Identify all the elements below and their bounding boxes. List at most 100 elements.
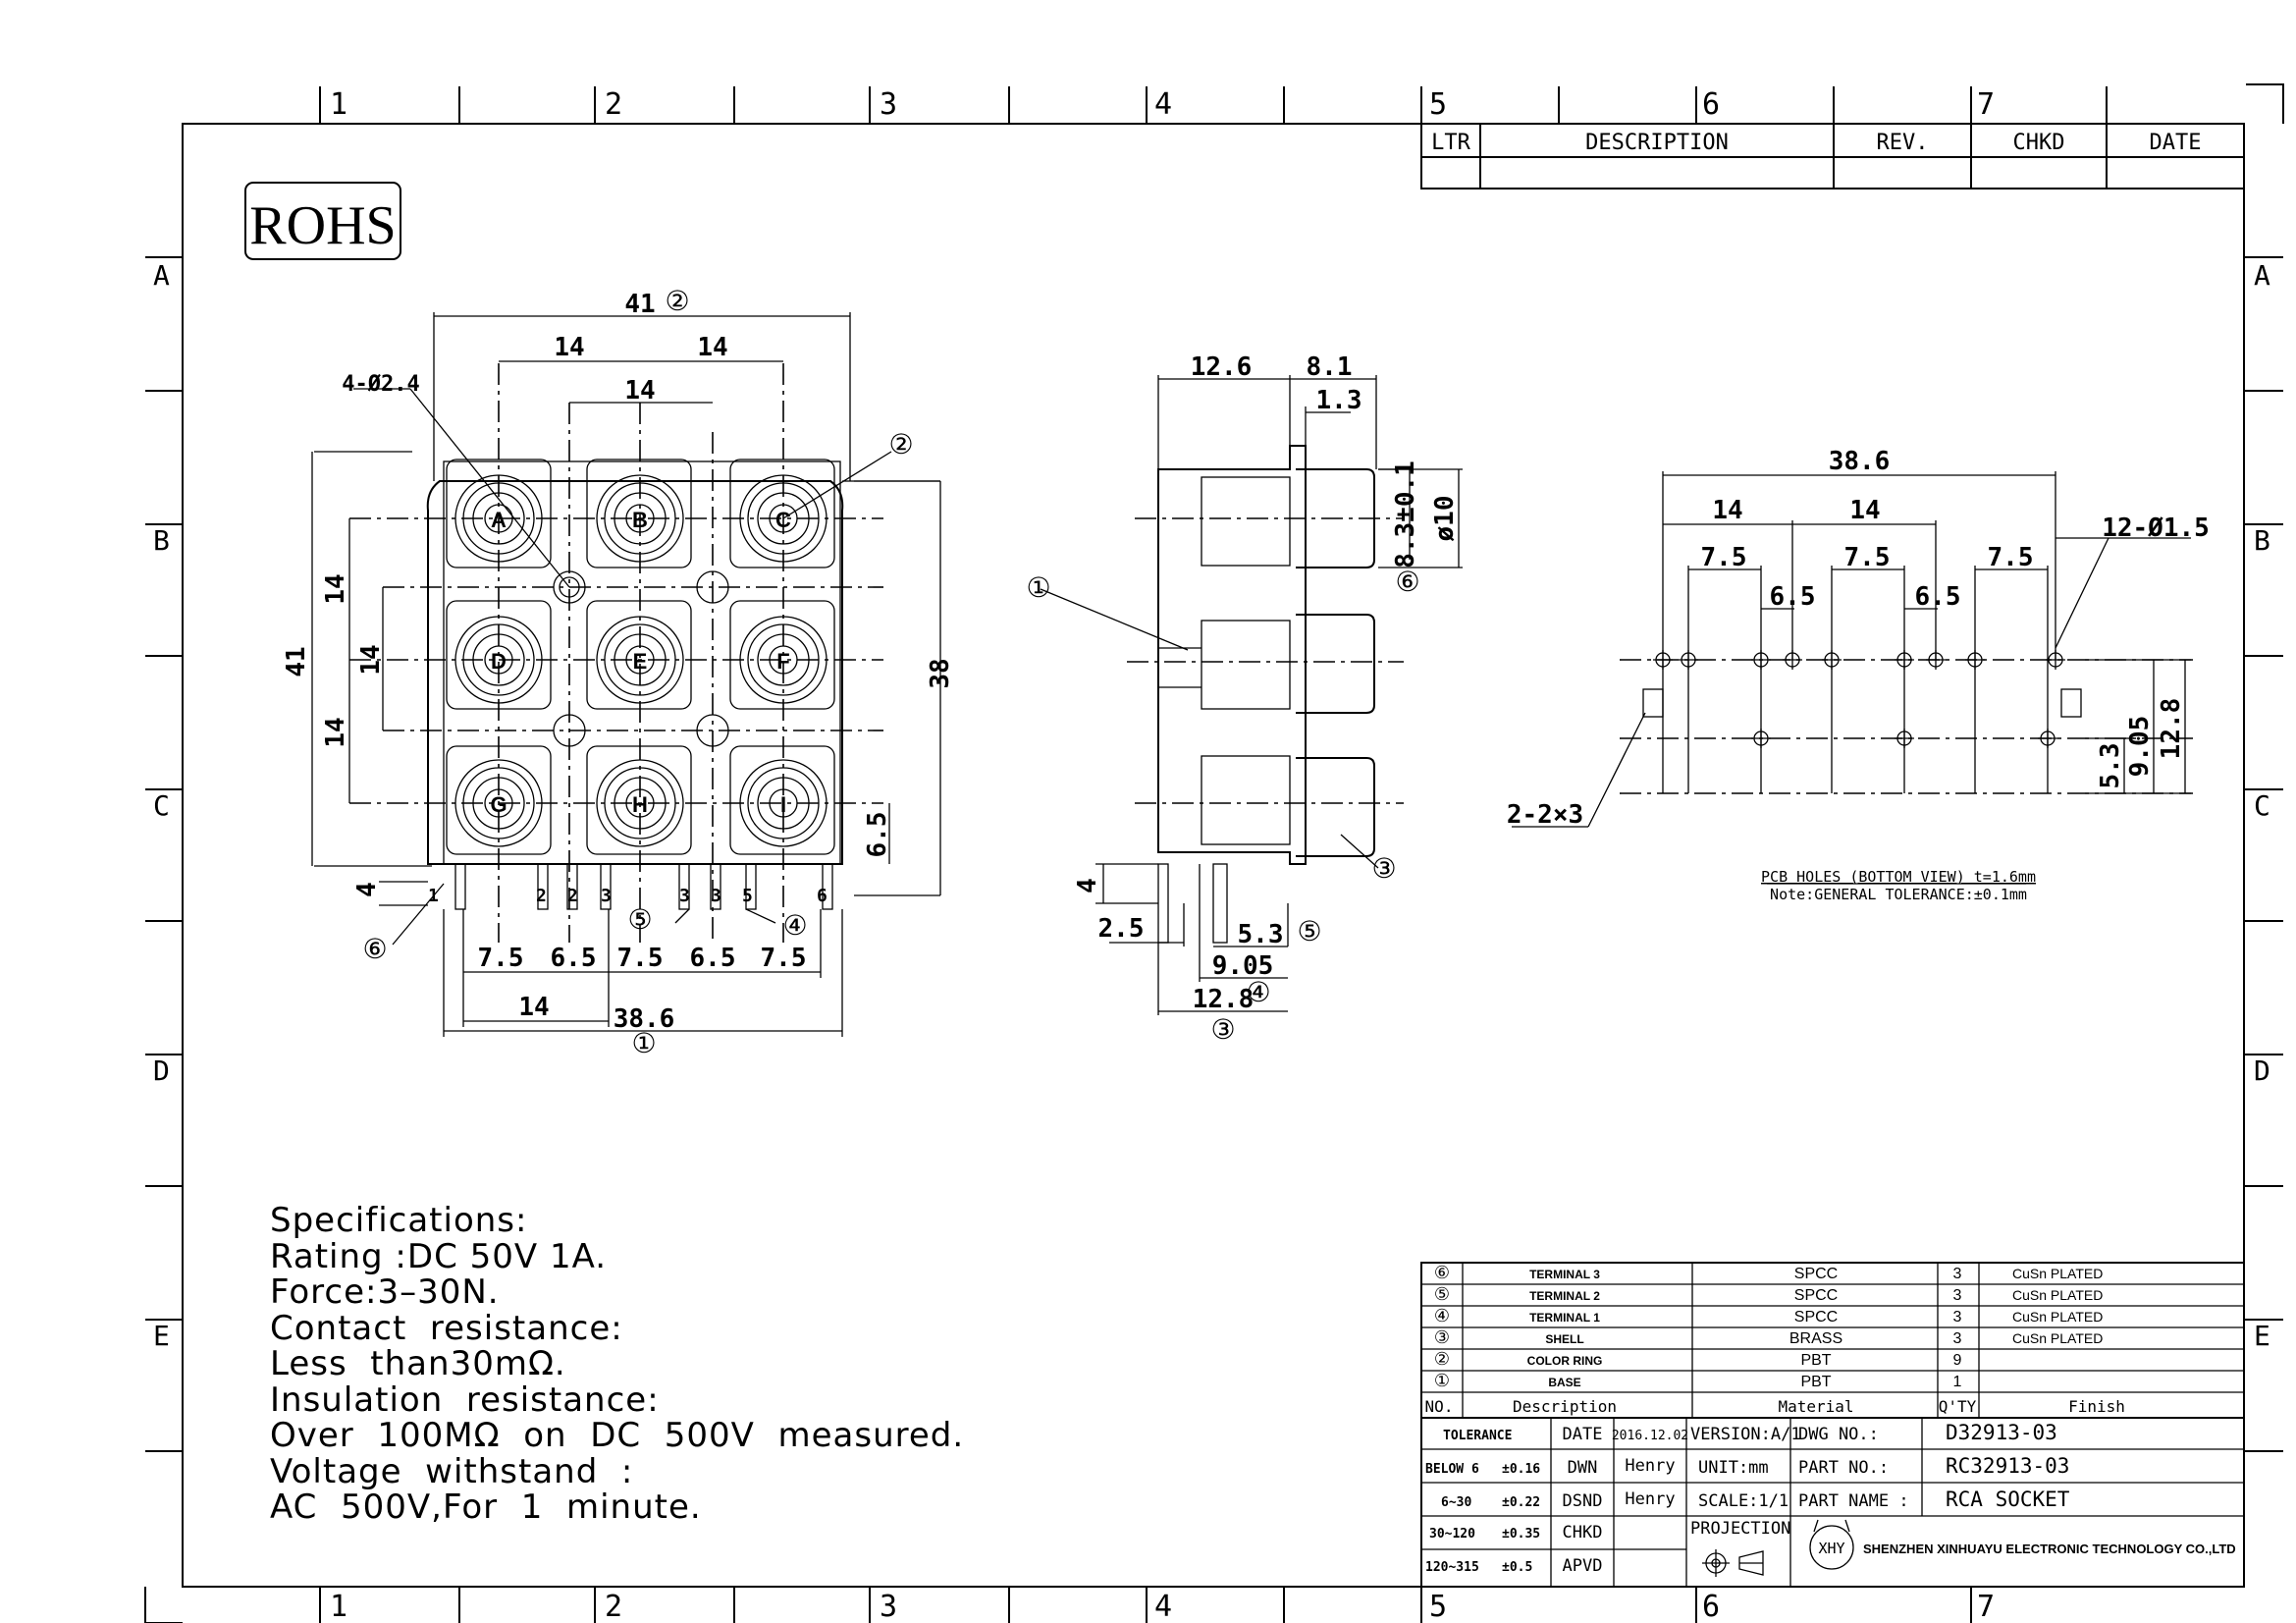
dim-front-14b: 14 [697, 333, 727, 362]
pcb-slot-right [2060, 688, 2082, 718]
tb-tol-value-1: ±0.16 [1502, 1462, 1540, 1477]
svg-text:3: 3 [711, 886, 721, 906]
dim-pcb-9-05: 9.05 [2125, 716, 2155, 778]
callout-front-1: ① [631, 1027, 656, 1059]
dim-pcb-7-5b: 7.5 [1844, 543, 1891, 572]
svg-text:2: 2 [536, 886, 547, 906]
dim-front-r14c: 14 [321, 717, 350, 747]
dim-front-pin-6-5b: 6.5 [690, 944, 736, 973]
grid-col-6: 6 [1702, 87, 1720, 122]
callout-side-3b: ③ [1210, 1013, 1235, 1046]
bom-description: TERMINAL 1 [1529, 1311, 1600, 1325]
bom-description: TERMINAL 3 [1529, 1268, 1600, 1281]
grid-col-6-bottom: 6 [1702, 1590, 1720, 1623]
spec-line: Force:3–30N. [270, 1272, 500, 1312]
bom-finish: CuSn PLATED [2012, 1330, 2103, 1346]
tb-dwg-no: D32913-03 [1946, 1421, 2057, 1444]
tb-projection: PROJECTION [1690, 1519, 1790, 1539]
tb-dwg-no-label: DWG NO.: [1798, 1425, 1879, 1444]
dim-side-12-6: 12.6 [1191, 352, 1253, 382]
dim-pcb-6-5a: 6.5 [1770, 582, 1816, 612]
dim-pcb-14a: 14 [1712, 496, 1742, 525]
projection-symbol-icon [1702, 1549, 1764, 1577]
front-pins [454, 863, 833, 910]
callout-side-3: ③ [1371, 852, 1396, 885]
front-base-outline [443, 460, 841, 865]
dim-front-6-5: 6.5 [863, 812, 892, 858]
dim-front-pin-7-5b: 7.5 [617, 944, 664, 973]
pcb-slot-left [1642, 688, 1664, 718]
dim-front-4-holes: 4-Ø2.4 [342, 372, 419, 397]
tb-date-label: DATE [1563, 1425, 1603, 1444]
bom-material: PBT [1800, 1352, 1831, 1369]
dim-front-38-6: 38.6 [614, 1004, 675, 1034]
grid-col-2: 2 [605, 87, 622, 122]
svg-text:3: 3 [679, 886, 690, 906]
dim-front-pin-7-5c: 7.5 [761, 944, 807, 973]
side-body [1157, 445, 1307, 865]
tb-tol-value-2: ±0.22 [1502, 1495, 1540, 1510]
rohs-label: ROHS [249, 195, 396, 256]
bom-header-description: Description [1513, 1397, 1617, 1416]
grid-row-E: E [153, 1320, 170, 1352]
front-dim-lines [311, 312, 941, 1037]
spec-line: Over 100MΩ on DC 500V measured. [270, 1416, 965, 1455]
dim-side-8-3: 8.3±0.1 [1391, 460, 1420, 568]
tb-date: 2016.12.02 [1612, 1429, 1688, 1443]
tb-tol-range-3: 30~120 [1429, 1527, 1475, 1542]
jack-label: F [776, 649, 789, 674]
spec-line: Contact resistance: [270, 1308, 623, 1348]
tb-part-no-label: PART NO.: [1798, 1458, 1889, 1478]
dim-side-12-8: 12.8 [1193, 985, 1255, 1014]
bom-no: ② [1434, 1349, 1450, 1369]
side-jack-bot [1296, 757, 1375, 857]
grid-col-3: 3 [880, 87, 897, 122]
grid-row-C: C [153, 789, 170, 822]
side-view: 12.6 8.1 1.3 8.3±0.1 ø10 4 2.5 5.3 9.05 … [1026, 352, 1463, 1046]
dim-front-h41: 41 [282, 646, 311, 676]
bom-material: SPCC [1794, 1309, 1838, 1325]
bom-header-material: Material [1778, 1397, 1853, 1416]
rohs-badge: ROHS [244, 182, 401, 260]
tb-tol-range-2: 6~30 [1441, 1495, 1471, 1510]
grid-row-A-right: A [2254, 259, 2270, 292]
callout-front-2-top: ② [665, 285, 689, 317]
callout-front-5: ⑤ [627, 903, 652, 936]
tb-tol-range-1: BELOW 6 [1425, 1462, 1479, 1477]
dim-front-14c: 14 [624, 376, 655, 406]
bom-header-no: NO. [1425, 1397, 1454, 1416]
bom-qty: 3 [1953, 1287, 1962, 1304]
rev-header-description: DESCRIPTION [1585, 131, 1729, 155]
svg-text:6: 6 [817, 886, 828, 906]
tb-part-name-label: PART NAME : [1798, 1491, 1909, 1511]
tb-part-no: RC32913-03 [1946, 1454, 2069, 1478]
grid-row-B-right: B [2254, 524, 2270, 557]
callout-side-5: ⑤ [1297, 915, 1321, 947]
dim-pcb-7-5a: 7.5 [1701, 543, 1747, 572]
rev-header-ltr: LTR [1431, 131, 1470, 155]
pcb-dim-lines [1512, 471, 2191, 828]
tb-scale: SCALE:1/1 [1698, 1491, 1789, 1511]
bom-no: ⑥ [1434, 1263, 1450, 1282]
tb-tol-range-4: 120~315 [1425, 1560, 1479, 1575]
svg-text:5: 5 [742, 886, 753, 906]
title-block: TOLERANCE BELOW 6 ±0.16 6~30 ±0.22 30~12… [1420, 1417, 2245, 1588]
callout-side-6: ⑥ [1395, 566, 1419, 598]
front-body-outline [426, 480, 844, 865]
dim-pcb-7-5c: 7.5 [1988, 543, 2034, 572]
rev-header-date: DATE [2150, 131, 2202, 155]
dim-side-9-05: 9.05 [1212, 951, 1274, 981]
grid-row-labels: A B C D E A B C D E [153, 259, 2270, 1352]
bom-description: SHELL [1545, 1332, 1583, 1346]
grid-col-labels: 1 2 3 4 5 6 7 1 2 3 4 5 6 7 [330, 87, 1995, 1623]
bom-qty: 1 [1953, 1374, 1962, 1390]
bom-description: BASE [1548, 1376, 1580, 1389]
tb-tolerance-label: TOLERANCE [1443, 1429, 1512, 1443]
jack-label: E [633, 649, 648, 674]
dim-front-pin-7-5a: 7.5 [478, 944, 524, 973]
grid-row-E-right: E [2254, 1320, 2270, 1352]
